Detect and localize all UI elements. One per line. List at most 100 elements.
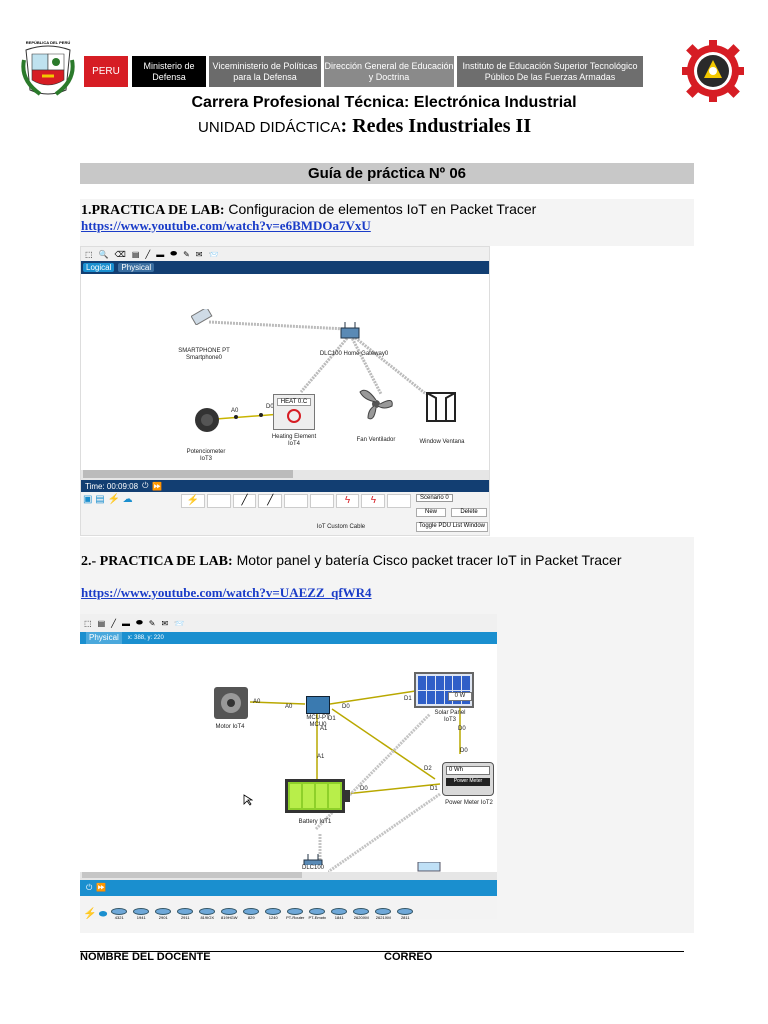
potentiometer-label: Potenciometer IoT3 <box>186 449 226 462</box>
phone-cable-icon[interactable] <box>309 494 334 508</box>
physical-canvas[interactable]: Motor IoT4 A0 A0 MCU-PT MCU0 D0 D1 A1 A1… <box>80 644 497 872</box>
device-model-item[interactable]: 2901 <box>153 908 173 919</box>
meter-label: Power Meter IoT2 <box>445 800 493 806</box>
device-model-item[interactable]: 829 <box>241 908 261 919</box>
ellipse-icon[interactable]: ⬬ <box>170 249 178 258</box>
device-model-label: 829 <box>247 915 255 919</box>
crest-text: REPÚBLICA DEL PERÚ <box>25 40 71 45</box>
straight-cable-icon[interactable]: ╱ <box>232 494 257 508</box>
device-model-item[interactable]: 2811 <box>395 908 415 919</box>
solar-panel-icon[interactable] <box>414 672 474 708</box>
new-button[interactable]: New <box>416 508 446 517</box>
device-model-item[interactable]: 2621XM <box>373 908 393 919</box>
potentiometer-icon[interactable] <box>191 404 223 436</box>
serial-cable-2-icon[interactable]: ϟ <box>361 494 386 508</box>
smartphone-label: SMARTPHONE PT Smartphone0 <box>178 348 230 361</box>
heat-coil-icon <box>287 409 301 423</box>
line-icon[interactable]: ╱ <box>145 249 151 259</box>
logical-canvas[interactable]: SMARTPHONE PT Smartphone0 DLC100 Home Ga… <box>81 274 489 470</box>
rect-icon[interactable]: ▬ <box>156 249 165 259</box>
mcu-board-icon[interactable] <box>306 696 330 714</box>
router-icon <box>375 908 392 915</box>
device-model-item[interactable]: 1841 <box>329 908 349 919</box>
console-cable-icon[interactable] <box>206 494 231 508</box>
practice-1-link[interactable]: https://www.youtube.com/watch?v=e6BMDOa7… <box>81 218 371 233</box>
fan-icon[interactable] <box>356 384 396 424</box>
power-meter-icon[interactable]: 0 Wh Power Meter <box>442 762 494 796</box>
port-d2: D2 <box>424 766 432 772</box>
smartphone-icon[interactable] <box>191 309 213 325</box>
port-d0: D0 <box>266 404 274 410</box>
pdu-icon[interactable]: ✉ <box>195 249 203 259</box>
note-icon[interactable]: ▤ <box>97 618 106 628</box>
device-model-item[interactable]: PT-Empty <box>307 908 327 919</box>
router-category-icon[interactable]: ⬬ <box>98 909 108 919</box>
pdu-icon[interactable]: ✉ <box>161 618 169 628</box>
scenario-select[interactable]: Scenario 0 <box>416 494 453 502</box>
device-model-label: 819IOX <box>200 915 215 919</box>
scrollbar[interactable] <box>81 470 489 480</box>
delete-button[interactable]: Delete <box>451 508 487 517</box>
auto-cable-icon[interactable]: ⚡ <box>181 494 205 508</box>
tab-physical[interactable]: Physical <box>118 263 155 272</box>
gateway-label: DLC100 <box>298 865 328 872</box>
pencil-icon[interactable]: ✎ <box>148 618 156 628</box>
tab-physical-2[interactable]: Physical <box>86 632 122 644</box>
device-model-label: 1941 <box>136 915 146 919</box>
tab-logical[interactable]: Logical <box>83 263 115 272</box>
device-model-item[interactable]: 2620XM <box>351 908 371 919</box>
device-panel: ▣ ▤ ⚡ ☁ ⚡ ╱ ╱ ϟ ϟ IoT Custom Cable Scena… <box>81 492 489 535</box>
power-cycle-icon[interactable]: ⏻ <box>86 883 93 892</box>
window-icon[interactable] <box>424 390 458 424</box>
battery-icon[interactable] <box>285 779 345 813</box>
note-icon[interactable]: ▤ <box>131 249 140 259</box>
device-model-label: PT-Empty <box>308 915 327 919</box>
router-icon <box>397 908 414 915</box>
device-model-item[interactable]: 819IOX <box>197 908 217 919</box>
cross-cable-icon[interactable]: ╱ <box>258 494 283 508</box>
device-model-item[interactable]: 2911 <box>175 908 195 919</box>
complex-pdu-icon[interactable]: 📨 <box>174 618 185 628</box>
fiber-cable-icon[interactable] <box>284 494 308 508</box>
heating-element-icon[interactable]: HEAT 0.C <box>273 394 315 430</box>
mouse-cursor-icon <box>243 794 253 806</box>
device-model-item[interactable]: 4321 <box>109 908 129 919</box>
device-model-item[interactable]: 819HGW <box>219 908 239 919</box>
practice-1-heading: 1.PRACTICA DE LAB: Configuracion de elem… <box>81 201 536 219</box>
device-model-item[interactable]: 1240 <box>263 908 283 919</box>
usb-cable-icon[interactable] <box>387 494 412 508</box>
laptop-icon[interactable] <box>415 862 443 872</box>
practice-2-link[interactable]: https://www.youtube.com/watch?v=UAEZZ_qf… <box>81 585 372 600</box>
power-cycle-icon[interactable]: ⏻ <box>142 481 149 490</box>
device-model-item[interactable]: 1941 <box>131 908 151 919</box>
home-gateway-icon[interactable] <box>339 322 361 340</box>
fast-forward-icon[interactable]: ⏩ <box>152 481 163 491</box>
motor-icon[interactable] <box>213 686 249 720</box>
device-model-item[interactable]: PT-Router <box>285 908 305 919</box>
workspace-tabs-2: Physical x: 388, y: 220 <box>80 632 497 644</box>
ellipse-icon[interactable]: ⬬ <box>135 618 143 627</box>
meter-caption: Power Meter <box>446 778 490 786</box>
device-type-icons[interactable]: ▣ ▤ ⚡ ☁ <box>83 494 133 505</box>
scrollbar-2[interactable] <box>80 872 497 880</box>
fast-forward-icon[interactable]: ⏩ <box>96 883 107 892</box>
connections-icon[interactable]: ⚡ <box>83 908 97 919</box>
select-icon[interactable]: ⬚ <box>84 618 92 628</box>
device-model-label: 2620XM <box>353 915 369 919</box>
device-model-label: 1841 <box>334 915 344 919</box>
zoom-icon[interactable]: 🔍 <box>98 249 109 259</box>
device-model-label: 1240 <box>268 915 278 919</box>
rect-icon[interactable]: ▬ <box>121 618 130 628</box>
pencil-icon[interactable]: ✎ <box>183 249 190 259</box>
delete-icon[interactable]: ⌫ <box>114 249 126 259</box>
device-model-label: 2811 <box>400 915 410 919</box>
ministry-label: Ministerio de Defensa <box>132 56 206 87</box>
line-icon[interactable]: ╱ <box>111 618 116 628</box>
select-icon[interactable]: ⬚ <box>85 249 93 259</box>
toggle-pdu-button[interactable]: Toggle PDU List Window <box>416 522 488 532</box>
port-d0-meter: D0 <box>460 748 468 754</box>
solar-label: Solar Panel IoT3 <box>434 710 466 723</box>
complex-pdu-icon[interactable]: 📨 <box>208 249 219 259</box>
serial-cable-icon[interactable]: ϟ <box>335 494 360 508</box>
